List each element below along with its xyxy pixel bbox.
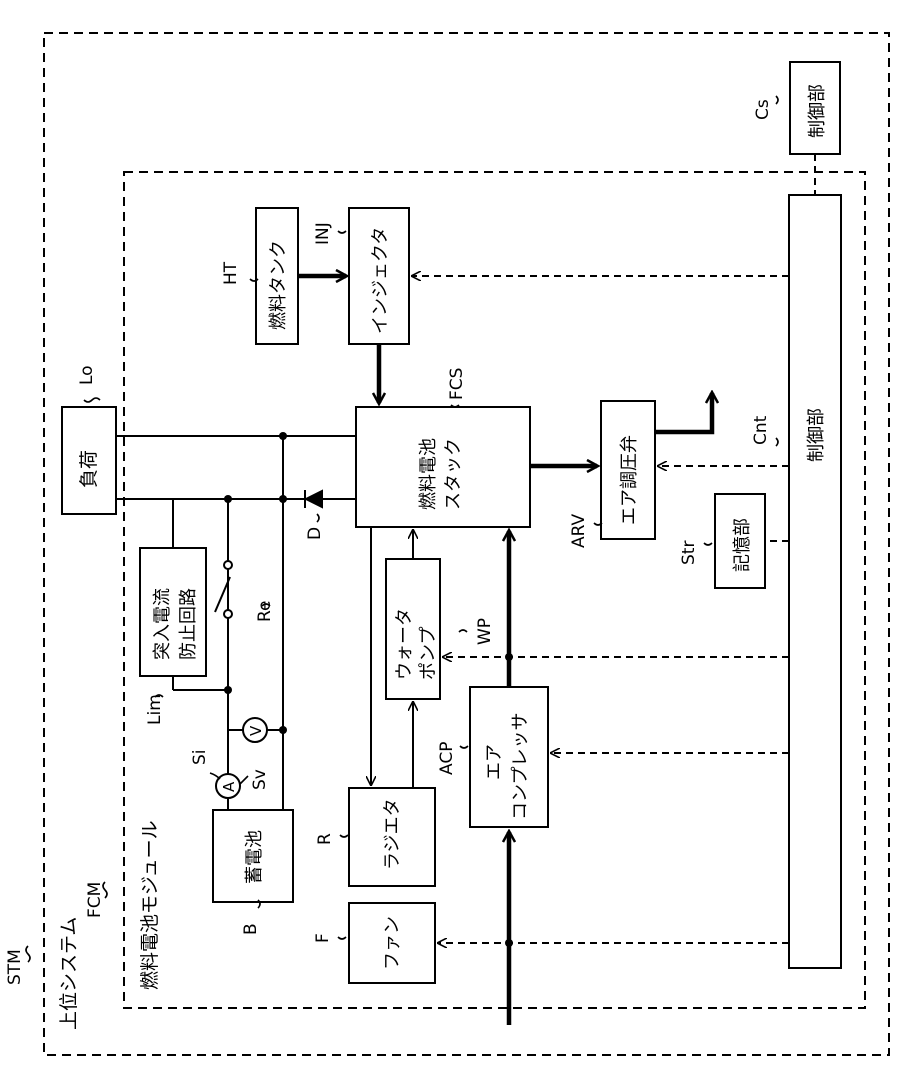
label-cnt: Cnt: [751, 415, 771, 445]
injector-text: インジェクタ: [370, 227, 391, 334]
comp-text-2: コンプレッサ: [510, 713, 531, 820]
controller-text: 制御部: [806, 408, 827, 462]
label-sv: Sv: [250, 769, 270, 790]
inrush-text-1: 突入電流: [152, 588, 173, 660]
comp-text-1: エア: [484, 744, 505, 780]
compressor-box: [470, 687, 548, 827]
stack-text-2: スタック: [443, 438, 464, 510]
junction-dots: [224, 432, 287, 734]
inrush-text-2: 防止回路: [178, 588, 199, 660]
label-str: Str: [679, 541, 699, 565]
label-d: D: [305, 527, 325, 540]
label-stm: STM: [5, 949, 25, 985]
ammeter-text: A: [220, 781, 238, 792]
label-fcm: FCM: [85, 882, 105, 918]
label-si: Si: [190, 749, 210, 765]
label-wp: WP: [475, 618, 495, 645]
label-arv: ARV: [569, 513, 589, 548]
label-b: B: [241, 923, 261, 935]
label-lo: Lo: [77, 365, 97, 385]
upper-controller-text: 制御部: [807, 84, 828, 138]
label-f: F: [313, 933, 333, 943]
fan-text: ファン: [382, 916, 403, 970]
pump-text-1: ウォータ: [394, 608, 415, 680]
controller-box: [789, 195, 841, 968]
label-ht: HT: [221, 261, 241, 285]
load-text: 負荷: [78, 450, 100, 488]
relay-contact-b: [224, 610, 232, 618]
stack-text-1: 燃料電池: [418, 438, 439, 510]
label-cs: Cs: [753, 99, 773, 120]
diode-symbol: [305, 490, 322, 508]
label-inj: INJ: [313, 222, 333, 245]
label-fc-module: 燃料電池モジュール: [139, 820, 161, 990]
air-valve-text: エア調圧弁: [619, 435, 640, 525]
label-r: R: [315, 833, 335, 845]
label-upper-system: 上位システム: [58, 917, 80, 1030]
label-acp: ACP: [437, 742, 457, 775]
storage-text: 記憶部: [732, 518, 753, 572]
radiator-text: ラジエタ: [382, 798, 403, 870]
label-lim: Lim: [145, 694, 165, 725]
label-fcs: FCS: [447, 368, 467, 400]
relay-contact-a: [224, 561, 232, 569]
battery-text: 蓄電池: [244, 830, 265, 884]
fuel-tank-text: 燃料タンク: [268, 240, 289, 330]
pump-text-2: ポンプ: [418, 627, 439, 680]
voltmeter-text: V: [247, 725, 265, 736]
